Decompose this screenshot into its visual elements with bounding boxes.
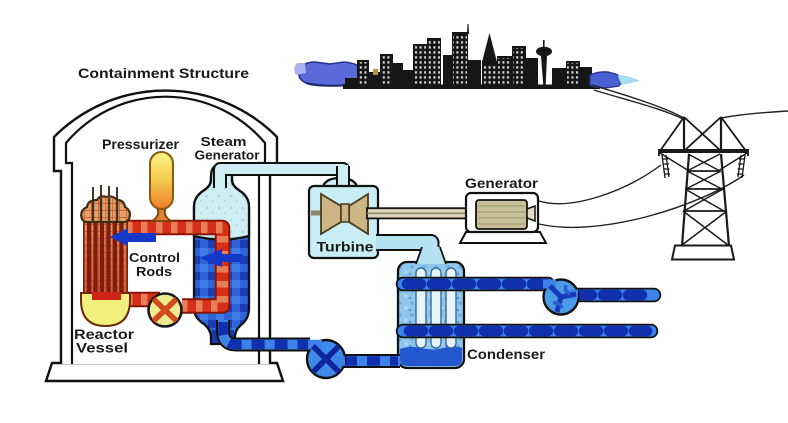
svg-text:Condenser: Condenser: [467, 346, 546, 362]
svg-text:Steam: Steam: [201, 134, 247, 149]
svg-text:Generator: Generator: [195, 148, 260, 163]
svg-text:Generator: Generator: [465, 175, 539, 191]
svg-text:Control: Control: [129, 250, 180, 265]
svg-text:Pressurizer: Pressurizer: [102, 136, 180, 152]
svg-text:Containment Structure: Containment Structure: [78, 65, 249, 81]
svg-text:Vessel: Vessel: [76, 341, 128, 356]
svg-text:Reactor: Reactor: [74, 327, 135, 342]
svg-text:Turbine: Turbine: [317, 239, 374, 255]
svg-text:Rods: Rods: [136, 264, 172, 279]
